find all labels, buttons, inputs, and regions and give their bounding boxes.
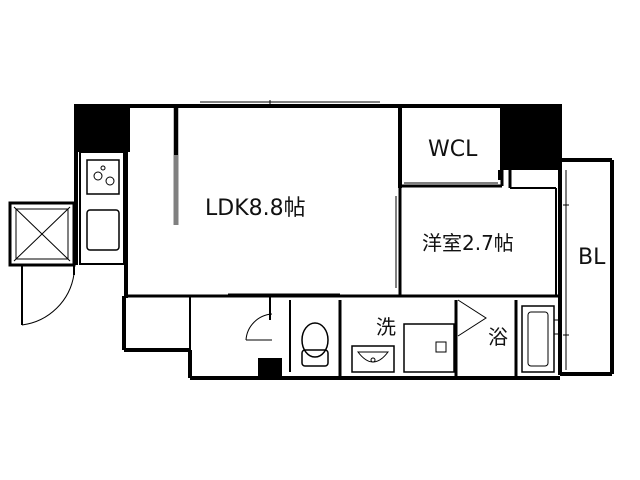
bathtub [514, 300, 561, 378]
wall-column-bottom [258, 358, 282, 378]
western-room-walls [395, 170, 557, 296]
kitchen-counter [79, 151, 125, 265]
room-label-wcl: WCL [428, 137, 478, 162]
washing-machine-space [403, 300, 458, 378]
toilet [289, 300, 342, 378]
top-window [200, 100, 380, 108]
wcl-closet [398, 108, 504, 188]
wall-column-top-left [74, 104, 130, 152]
left-storage-box [8, 201, 76, 267]
room-label-western: 洋室2.7帖 [422, 231, 514, 255]
ldk-bottom-wall [124, 293, 560, 298]
corridor-walls [189, 296, 273, 350]
room-label-bath: 浴 [488, 325, 508, 349]
room-label-ldk: LDK8.8帖 [205, 196, 306, 221]
wash-basin [351, 345, 395, 373]
entrance-door [21, 265, 75, 326]
wall-column-top-right [500, 104, 562, 170]
bath-door [457, 299, 487, 337]
room-label-bl: BL [578, 245, 606, 270]
room-label-wash: 洗 [376, 315, 396, 339]
bl-closet-doors [563, 170, 569, 370]
outer-walls [74, 104, 614, 380]
